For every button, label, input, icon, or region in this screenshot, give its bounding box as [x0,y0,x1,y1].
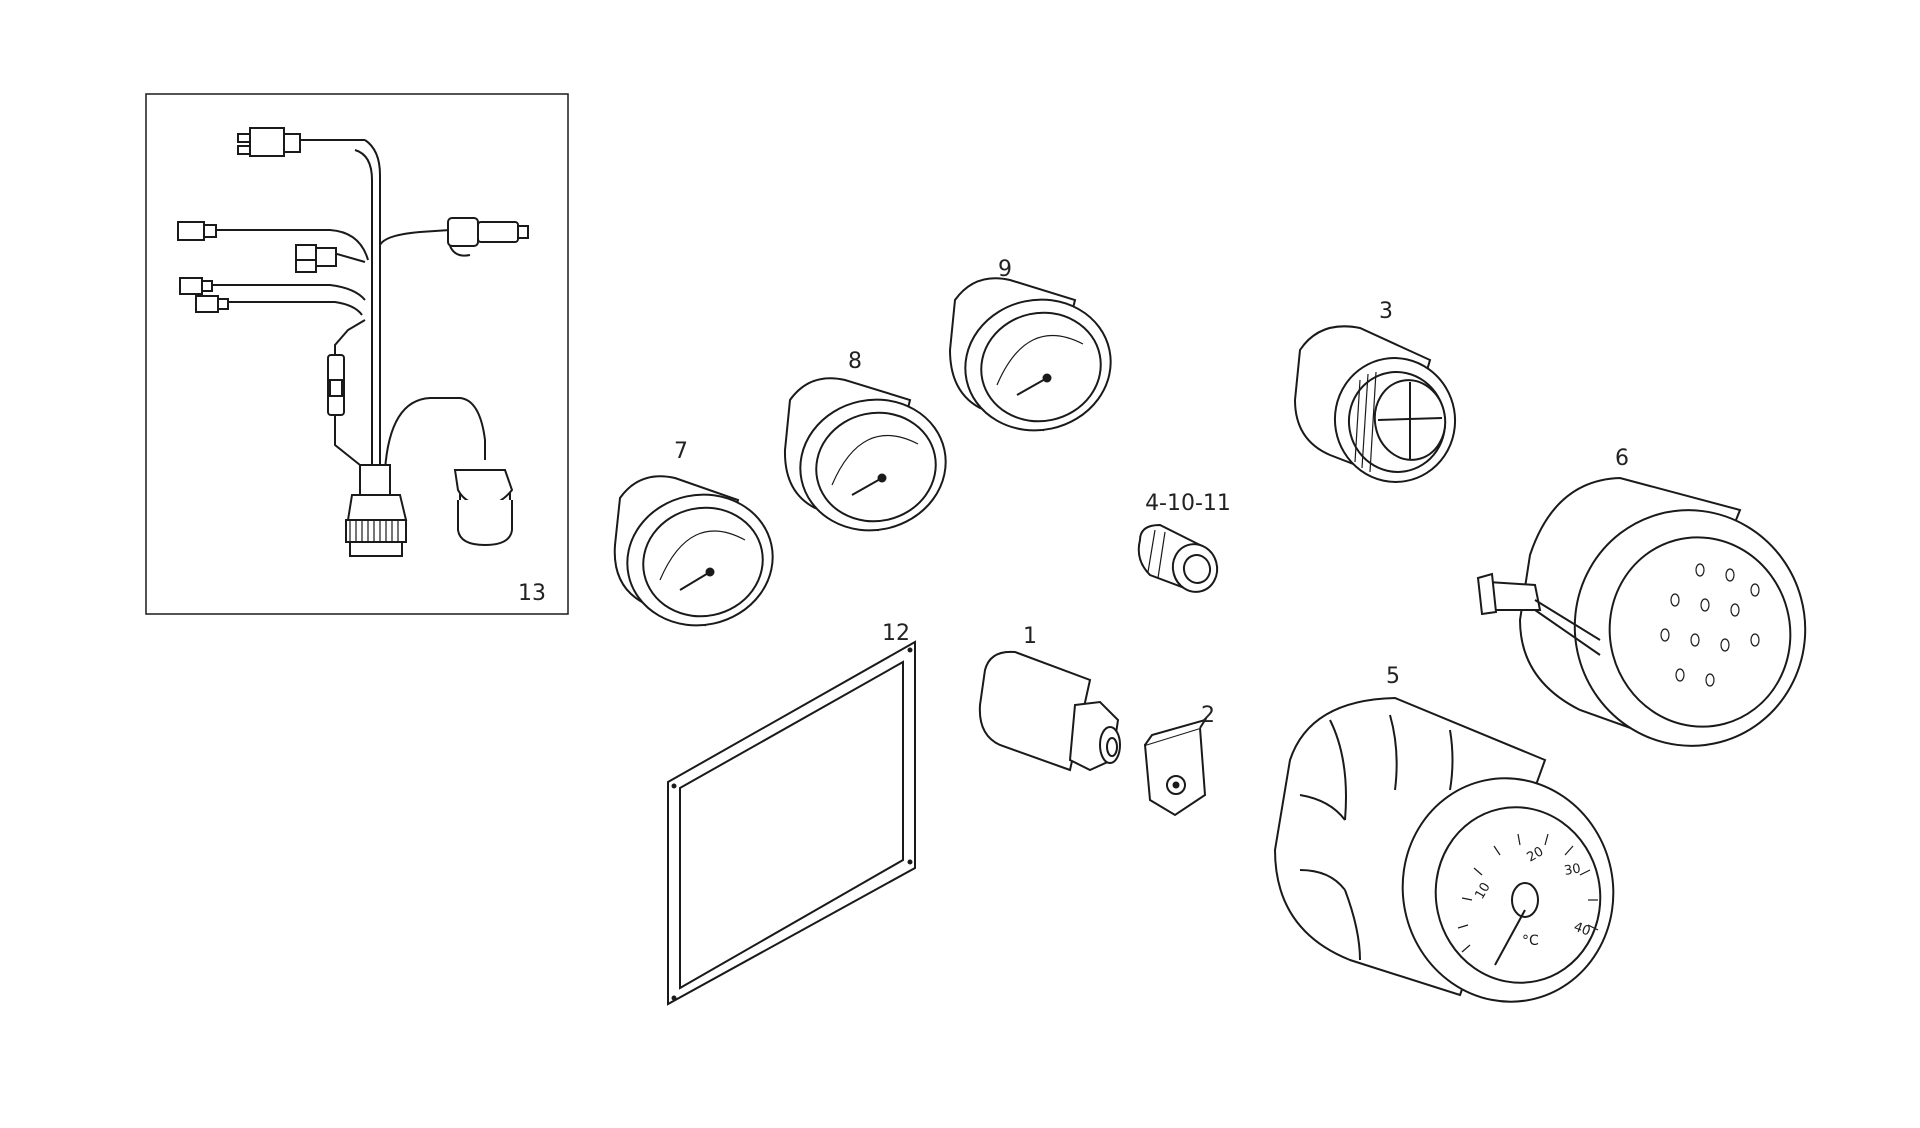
connector-ribs [349,520,399,542]
gauge-5-temperature: 10 20 30 40 °C [1273,696,1615,1003]
callout-6: 6 [1615,446,1629,471]
dial-mark-40: 40 [1572,920,1593,940]
callout-13: 13 [518,581,546,606]
callouts: 1 2 3 4-10-11 5 6 7 8 9 12 [674,257,1629,728]
dial-ticks [1457,833,1599,953]
dial-mark-20: 20 [1525,844,1547,865]
dial-mark-30: 30 [1563,861,1582,879]
dial-mark-10: 10 [1472,880,1493,902]
callout-3: 3 [1379,299,1393,324]
rear-pins [1660,563,1760,687]
callout-12: 12 [882,621,910,646]
callout-9: 9 [998,257,1012,282]
part-2-bracket [1143,718,1208,817]
dial-unit: °C [1522,933,1539,949]
housing-ribs [1299,714,1454,961]
gauge-3 [1293,325,1457,483]
gauge-6 [1476,476,1807,747]
part-4-10-11 [1137,523,1219,593]
part-1-sender [978,650,1121,772]
callout-2: 2 [1201,703,1215,728]
callout-7: 7 [674,439,688,464]
callout-1: 1 [1023,624,1037,649]
gauge-9 [948,277,1112,432]
callout-4-10-11: 4-10-11 [1145,491,1231,516]
part-12-gasket [667,640,916,1006]
harness-inset: 13 [145,93,569,615]
gauge-7 [613,475,774,627]
callout-8: 8 [848,349,862,374]
gauge-8 [783,377,947,532]
callout-5: 5 [1386,664,1400,689]
